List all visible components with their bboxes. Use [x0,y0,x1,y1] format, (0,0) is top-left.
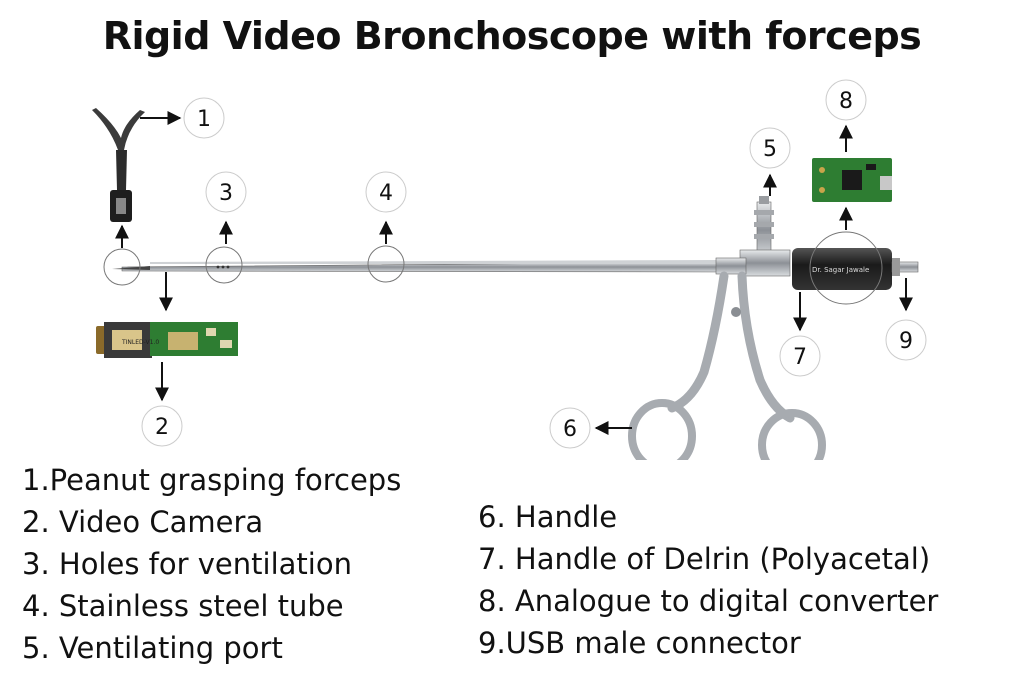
legend-item-5: 5. Ventilating port [22,631,283,665]
callout-4-number: 4 [379,181,393,206]
video-camera-image: TINLED-V1.0 [96,322,238,358]
usb-connector [891,258,919,276]
legend-item-2: 2. Video Camera [22,505,264,539]
callout-6: 6 [549,407,591,449]
legend-item-8: 8. Analogue to digital converter [478,584,939,618]
callout-3: 3 [205,171,247,213]
ventilation-holes [216,265,230,269]
legend-item-7: 7. Handle of Delrin (Polyacetal) [478,542,931,576]
callout-9-number: 9 [899,329,913,354]
callout-9: 9 [885,319,927,361]
legend-item-6: 6. Handle [478,500,618,534]
scissor-handle [628,271,826,460]
legend-item-3: 3. Holes for ventilation [22,547,352,581]
callout-2: 2 [141,405,183,447]
adc-board-image [812,158,892,202]
callout-3-number: 3 [219,181,233,206]
callout-8: 8 [825,79,867,121]
detail-circle-handle [809,231,883,305]
legend-left: 1.Peanut grasping forceps 2. Video Camer… [22,463,401,673]
detail-circle-tip [103,248,141,286]
diagram-title: Rigid Video Bronchoscope with forceps [102,14,922,58]
callout-7: 7 [779,335,821,377]
legend-right: 6. Handle 7. Handle of Delrin (Polyaceta… [478,500,938,668]
callout-8-number: 8 [839,89,853,114]
delrin-handle: Dr. Sagar Jawale [792,248,892,290]
callout-2-number: 2 [155,415,169,440]
legend-item-4: 4. Stainless steel tube [22,589,344,623]
callout-1: 1 [183,97,225,139]
legend-item-9: 9.USB male connector [478,626,801,660]
steel-tube [112,260,722,273]
callout-1-number: 1 [197,107,211,132]
forceps-tip-image [92,108,145,222]
legend-item-1: 1.Peanut grasping forceps [22,463,402,497]
detail-circle-tube [367,245,405,283]
detail-circle-holes [205,246,243,284]
callout-6-number: 6 [563,417,577,442]
callout-7-number: 7 [793,345,807,370]
callout-4: 4 [365,171,407,213]
ventilating-port [715,196,791,277]
camera-engraving: TINLED-V1.0 [121,339,159,346]
callout-5: 5 [749,127,791,169]
callout-5-number: 5 [763,137,777,162]
bronchoscope-diagram: Dr. Sagar Jawale TINLED-V1.0 [92,79,927,460]
handle-engraving: Dr. Sagar Jawale [812,266,869,274]
arrows [115,111,913,435]
